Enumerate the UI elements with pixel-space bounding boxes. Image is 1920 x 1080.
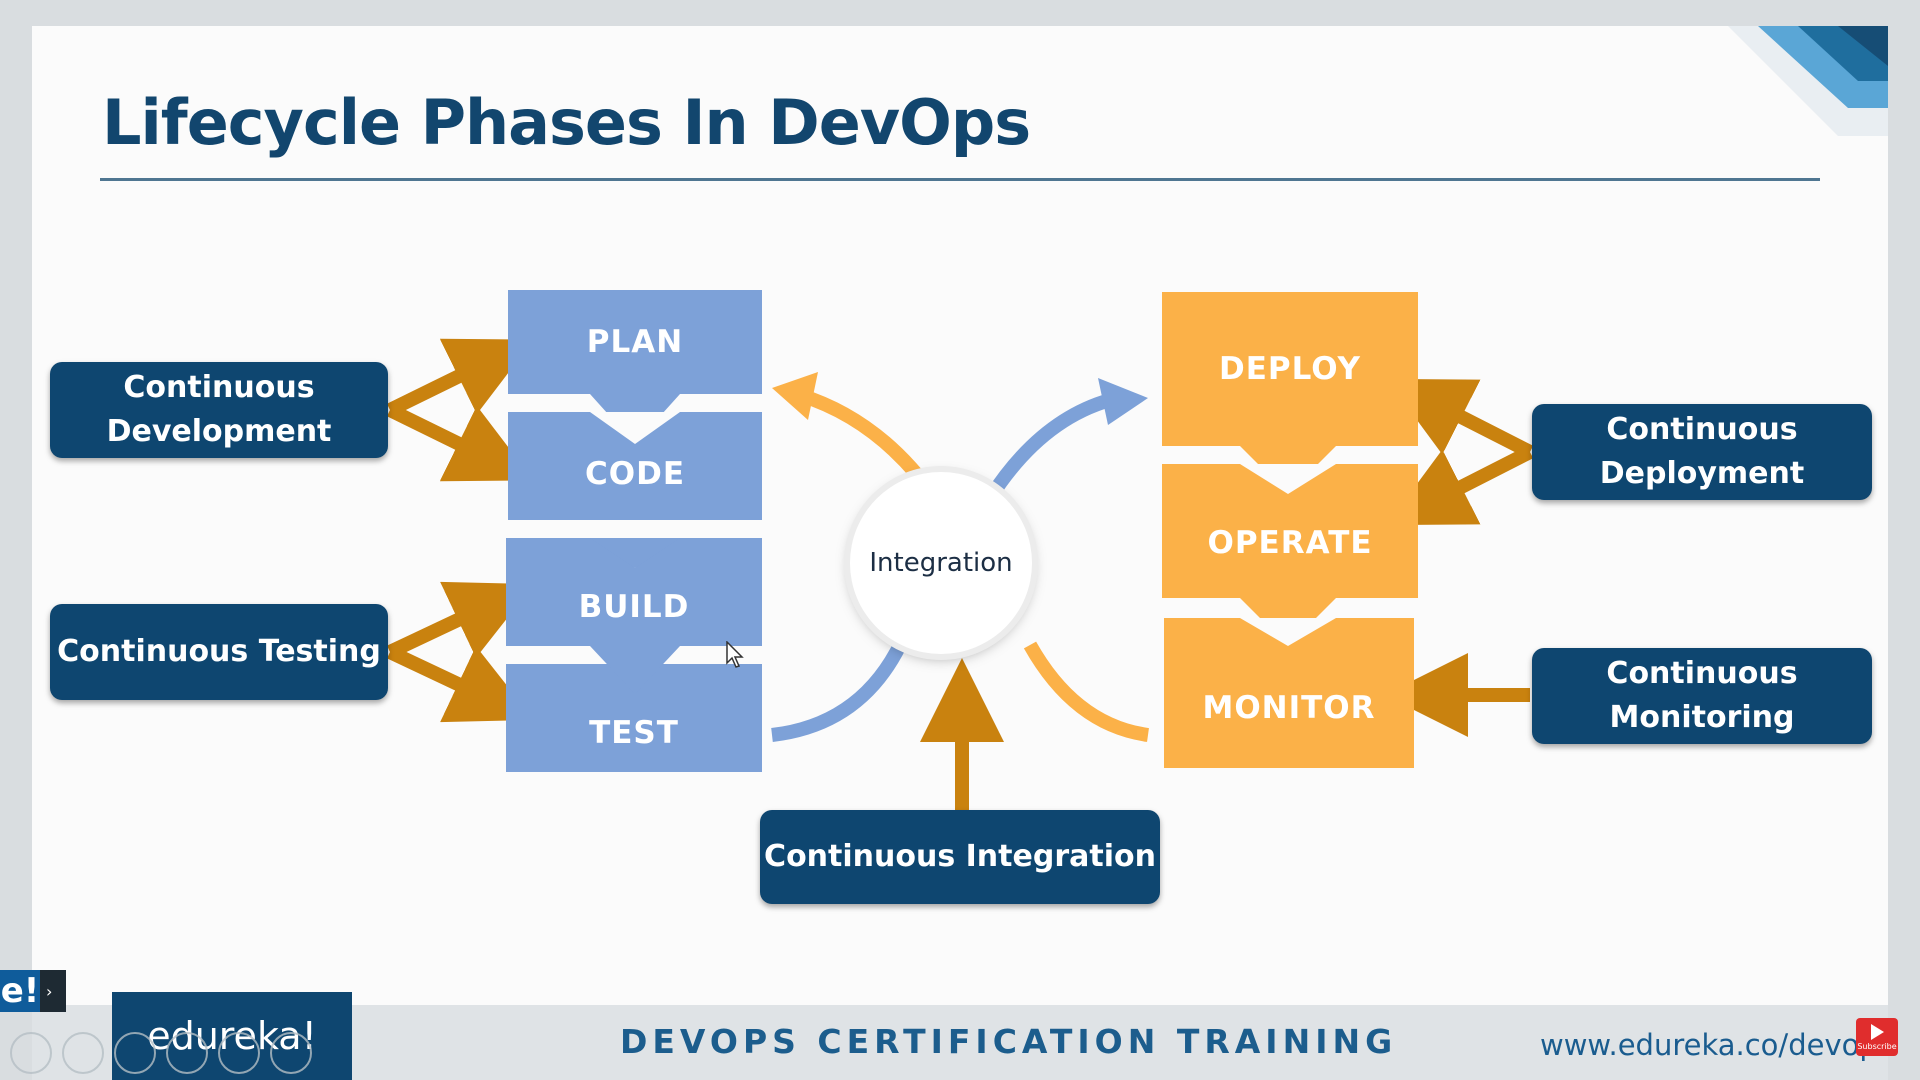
phase-code-label: CODE bbox=[584, 456, 685, 492]
phase-plan-label: PLAN bbox=[586, 324, 684, 360]
integration-label: Integration bbox=[869, 548, 1013, 578]
continuous-integration-box: Continuous Integration bbox=[760, 810, 1160, 904]
mouse-cursor-icon bbox=[726, 641, 744, 668]
continuous-monitoring-label: Continuous Monitoring bbox=[1606, 656, 1798, 735]
chevron-right-icon: › bbox=[46, 981, 53, 1001]
continuous-testing-box: Continuous Testing bbox=[50, 604, 388, 700]
deployment-to-deploy-arrow bbox=[1386, 378, 1534, 459]
testing-to-test-arrow bbox=[387, 645, 534, 723]
subscribe-button[interactable]: Subscribe bbox=[1856, 1018, 1898, 1056]
blue-curve-from-test bbox=[771, 641, 907, 742]
continuous-development-box: Continuous Development bbox=[50, 362, 388, 458]
dev-to-plan-arrow bbox=[386, 338, 534, 417]
blue-curve-to-deploy bbox=[984, 393, 1113, 502]
title-underline bbox=[100, 178, 1820, 181]
course-title: DEVOPS CERTIFICATION TRAINING bbox=[620, 1022, 1398, 1061]
corner-decoration bbox=[1728, 26, 1888, 136]
phase-plan: PLAN bbox=[508, 290, 762, 394]
continuous-monitoring-box: Continuous Monitoring bbox=[1532, 648, 1872, 744]
testing-to-build-arrow bbox=[387, 581, 534, 659]
orange-curve-head bbox=[772, 372, 818, 420]
player-control-6[interactable] bbox=[270, 1032, 312, 1074]
slide-title: Lifecycle Phases In DevOps bbox=[102, 86, 1031, 159]
phase-deploy-label: DEPLOY bbox=[1219, 351, 1361, 387]
integration-circle: Integration bbox=[850, 472, 1032, 654]
blue-curve-head bbox=[1098, 378, 1148, 425]
channel-badge[interactable]: e! › bbox=[0, 970, 66, 1012]
continuous-deployment-box: Continuous Deployment bbox=[1532, 404, 1872, 500]
continuous-development-label: Continuous Development bbox=[106, 370, 332, 449]
phase-monitor-label: MONITOR bbox=[1202, 690, 1376, 726]
course-url: www.edureka.co/devops bbox=[1540, 1028, 1893, 1062]
phase-operate-label: OPERATE bbox=[1207, 525, 1373, 561]
phase-test-label: TEST bbox=[589, 715, 679, 751]
continuous-integration-label: Continuous Integration bbox=[764, 839, 1156, 874]
player-control-3[interactable] bbox=[114, 1032, 156, 1074]
orange-curve-to-monitor bbox=[1023, 641, 1150, 742]
continuous-deployment-label: Continuous Deployment bbox=[1599, 412, 1805, 491]
channel-badge-logo: e! bbox=[0, 970, 40, 1012]
continuous-testing-label: Continuous Testing bbox=[57, 634, 381, 669]
dev-to-code-arrow bbox=[386, 403, 534, 482]
player-control-5[interactable] bbox=[218, 1032, 260, 1074]
deployment-to-operate-arrow bbox=[1386, 445, 1534, 526]
player-control-1[interactable] bbox=[10, 1032, 52, 1074]
phase-deploy: DEPLOY bbox=[1162, 292, 1418, 446]
player-control-2[interactable] bbox=[62, 1032, 104, 1074]
play-icon bbox=[1870, 1023, 1884, 1040]
subscribe-label: Subscribe bbox=[1857, 1041, 1897, 1051]
phase-build-label: BUILD bbox=[578, 589, 690, 625]
player-control-4[interactable] bbox=[166, 1032, 208, 1074]
